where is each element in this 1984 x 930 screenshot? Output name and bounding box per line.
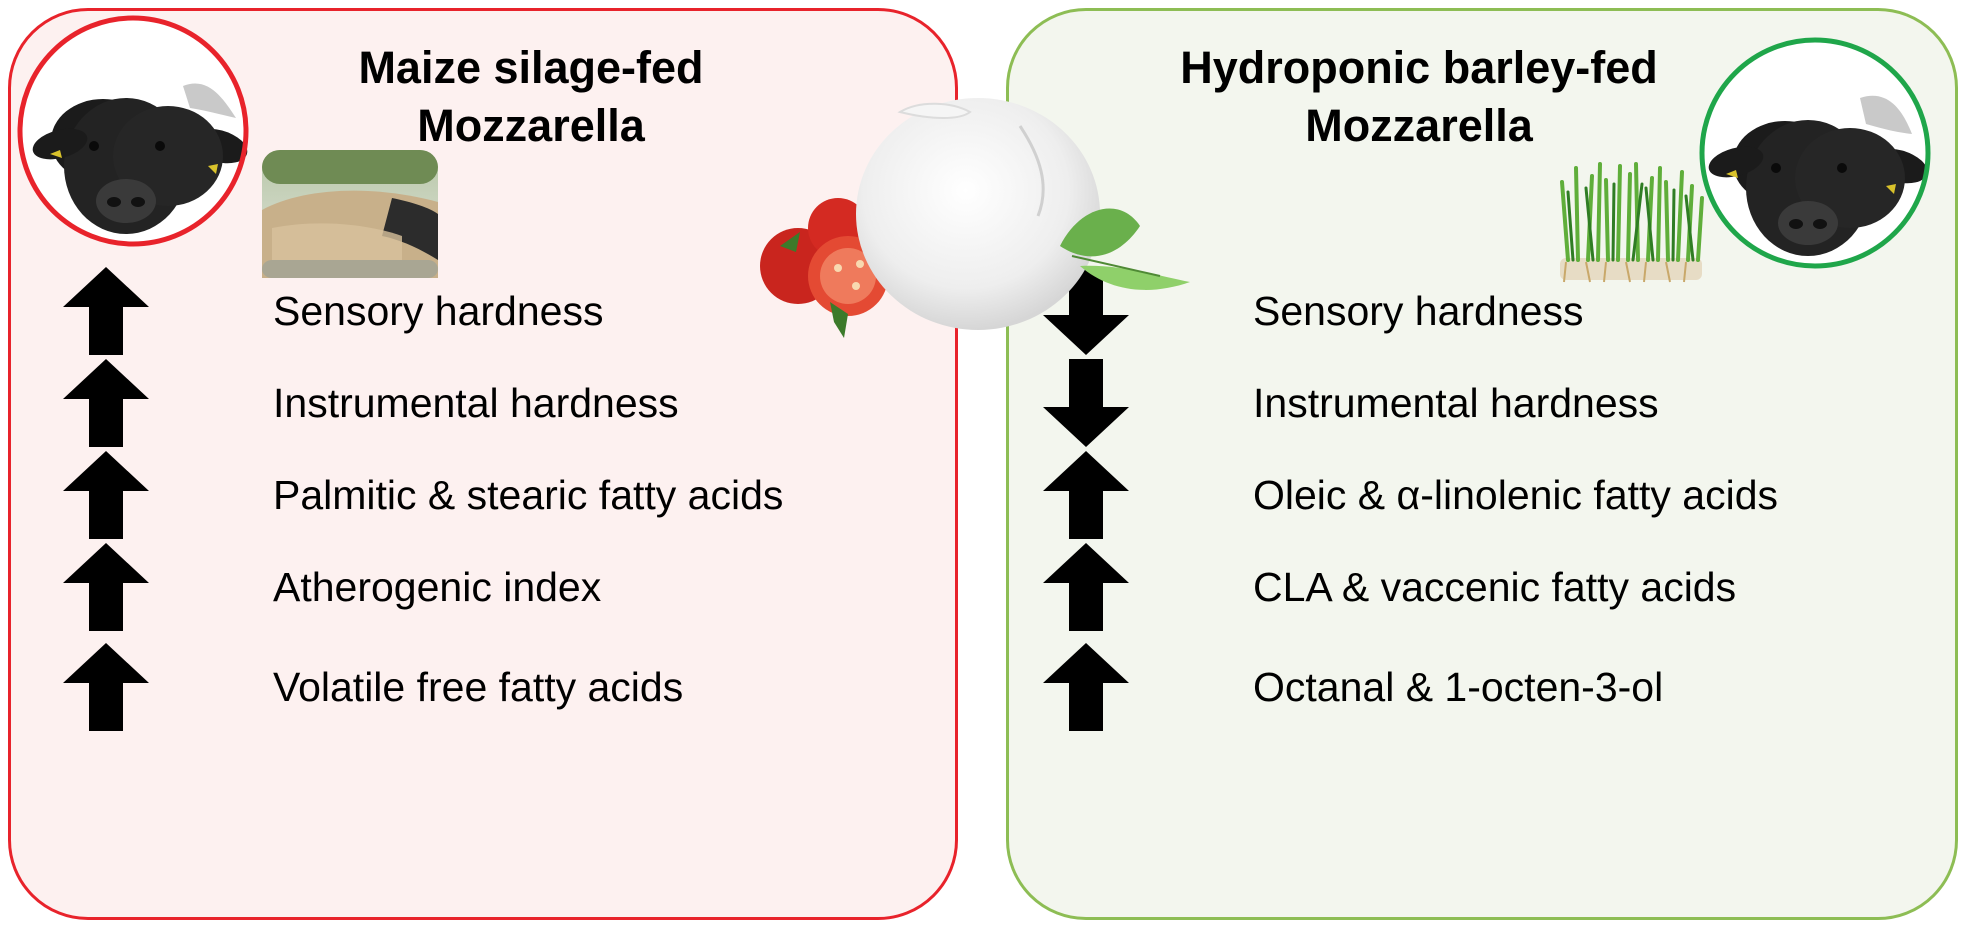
- effect-row: Palmitic & stearic fatty acids: [61, 449, 783, 541]
- effect-row: Instrumental hardness: [1041, 357, 1659, 449]
- arrow-up-icon: [1043, 451, 1129, 539]
- arrow-up-icon: [63, 643, 149, 731]
- arrow-up-icon: [63, 543, 149, 631]
- arrow-down-icon: [1043, 359, 1129, 447]
- hydroponic-barley-photo: [1560, 162, 1704, 283]
- ring-right: [1699, 37, 1931, 269]
- arrow-up-icon: [1043, 543, 1129, 631]
- effect-row: Volatile free fatty acids: [61, 641, 683, 733]
- effect-label: Sensory hardness: [1253, 287, 1584, 334]
- arrow-up-icon: [63, 359, 149, 447]
- buffalo-icon: [17, 15, 249, 247]
- effect-label: Instrumental hardness: [1253, 379, 1659, 426]
- maize-silage-title-line2: Mozzarella: [417, 100, 645, 151]
- effect-label: Instrumental hardness: [273, 379, 679, 426]
- hydroponic-barley-title: Hydroponic barley-fed Mozzarella: [1059, 39, 1779, 155]
- effect-row: Atherogenic index: [61, 541, 601, 633]
- effect-label: Palmitic & stearic fatty acids: [273, 471, 784, 518]
- ring-left: [17, 15, 249, 247]
- effect-label: Atherogenic index: [273, 563, 602, 610]
- effect-row: CLA & vaccenic fatty acids: [1041, 541, 1736, 633]
- hydroponic-barley-title-line1: Hydroponic barley-fed: [1180, 42, 1658, 93]
- maize-silage-title: Maize silage-fed Mozzarella: [231, 39, 831, 155]
- maize-silage-title-line1: Maize silage-fed: [358, 42, 704, 93]
- maize-silage-photo: [262, 150, 438, 278]
- effect-label: Oleic & α-linolenic fatty acids: [1253, 471, 1779, 518]
- effect-label: CLA & vaccenic fatty acids: [1253, 563, 1737, 610]
- effect-row: Oleic & α-linolenic fatty acids: [1041, 449, 1778, 541]
- effect-row: Sensory hardness: [61, 265, 603, 357]
- buffalo-icon: [1699, 37, 1931, 269]
- effect-row: Instrumental hardness: [61, 357, 679, 449]
- arrow-down-icon: [1043, 267, 1129, 355]
- effect-row: Sensory hardness: [1041, 265, 1583, 357]
- hydroponic-barley-title-line2: Mozzarella: [1305, 100, 1533, 151]
- effect-row: Octanal & 1-octen-3-ol: [1041, 641, 1663, 733]
- maize-silage-panel: Maize silage-fed Mozzarella Sensory hard…: [8, 8, 958, 920]
- effect-label: Octanal & 1-octen-3-ol: [1253, 663, 1664, 710]
- arrow-up-icon: [63, 451, 149, 539]
- arrow-up-icon: [1043, 643, 1129, 731]
- effect-label: Sensory hardness: [273, 287, 604, 334]
- effect-label: Volatile free fatty acids: [273, 663, 684, 710]
- mozzarella-tomato-basil-illustration: [760, 98, 1190, 338]
- arrow-up-icon: [63, 267, 149, 355]
